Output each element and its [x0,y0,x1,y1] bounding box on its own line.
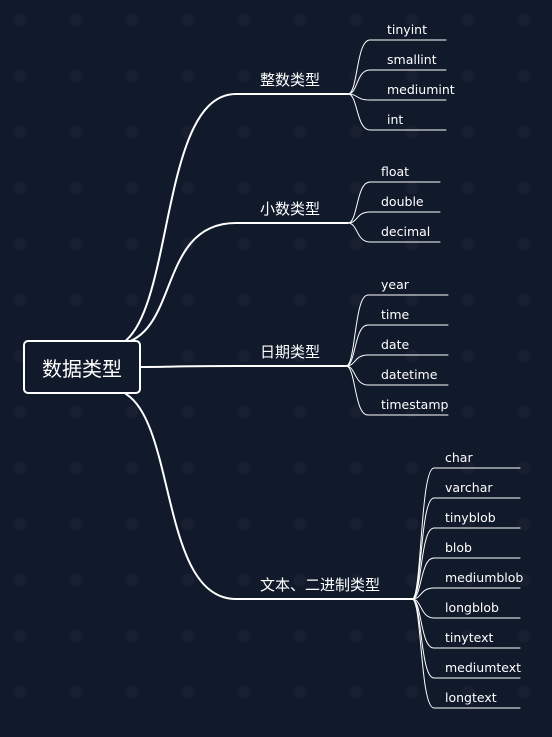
leaf-node[interactable]: char [445,450,473,465]
leaf-node[interactable]: int [387,112,404,127]
leaf-node[interactable]: double [381,194,424,209]
root-branch-connector [125,393,237,600]
leaf-node[interactable]: smallint [387,52,437,67]
root-branch-connector [140,365,237,368]
root-node[interactable]: 数据类型 [23,340,141,394]
leaf-node[interactable]: date [381,337,410,352]
leaf-connector [411,527,521,600]
leaf-connector [345,354,449,367]
branch-node-integer[interactable]: 整数类型 [260,71,321,89]
leaf-node[interactable]: decimal [381,224,431,239]
leaf-node[interactable]: tinyint [387,22,427,37]
leaf-node[interactable]: blob [445,540,472,555]
leaf-node[interactable]: longtext [445,690,497,705]
leaf-connector [411,497,521,600]
leaf-connector [411,557,521,600]
leaf-connector [411,467,521,600]
branch-node-text-binary[interactable]: 文本、二进制类型 [260,576,381,594]
leaf-connector [411,598,521,649]
leaf-node[interactable]: timestamp [381,397,449,412]
leaf-connector [347,222,441,243]
leaf-node[interactable]: datetime [381,367,438,382]
leaf-connector [347,181,441,224]
leaf-connector [345,294,449,367]
leaf-connector [347,93,447,131]
leaf-connector [347,69,447,95]
leaf-node[interactable]: tinytext [445,630,494,645]
leaf-node[interactable]: mediumtext [445,660,522,675]
leaf-connector [347,211,441,224]
leaf-node[interactable]: mediumblob [445,570,524,585]
leaf-node[interactable]: longblob [445,600,499,615]
leaf-connector [411,598,521,619]
branch-node-decimal[interactable]: 小数类型 [260,200,321,218]
leaf-connector [345,324,449,367]
leaf-connector [345,365,449,386]
leaf-connector [347,39,447,95]
leaf-connector [347,93,447,101]
branch-node-date[interactable]: 日期类型 [260,343,321,361]
leaf-node[interactable]: mediumint [387,82,455,97]
leaf-connector [345,365,449,416]
leaf-node[interactable]: time [381,307,410,322]
leaf-node[interactable]: varchar [445,480,493,495]
root-label: 数据类型 [42,356,122,381]
root-branch-connector [127,222,237,343]
leaf-node[interactable]: year [381,277,409,292]
leaf-connector [411,587,521,600]
leaf-connector [411,598,521,709]
root-branch-connector [123,93,237,343]
leaf-node[interactable]: float [381,164,410,179]
leaf-node[interactable]: tinyblob [445,510,496,525]
